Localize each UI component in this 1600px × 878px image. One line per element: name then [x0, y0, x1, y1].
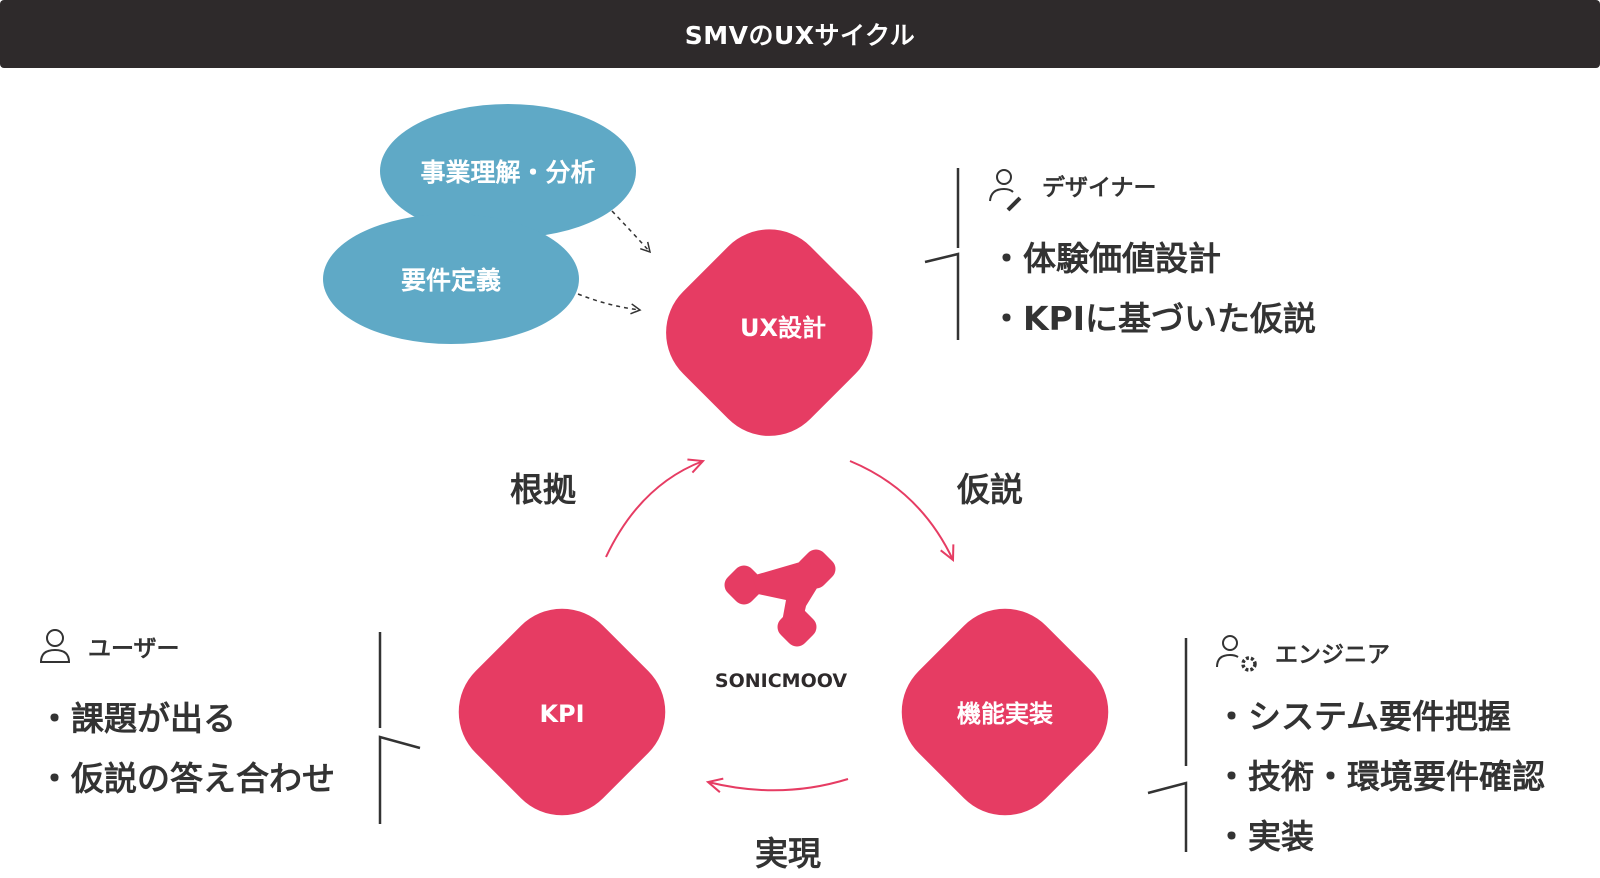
user-item-2: ・仮説の答え合わせ [38, 759, 335, 798]
dotted-arrow-business [611, 210, 652, 254]
designer-bracket [924, 168, 960, 340]
node-ux-label: UX設計 [740, 314, 826, 342]
node-impl: 機能実装 [901, 608, 1109, 816]
role-engineer: エンジニア ・システム要件把握 ・技術・環境要件確認 ・実装 [1147, 635, 1545, 856]
bubble-requirements: 要件定義 [323, 214, 579, 344]
role-designer: デザイナー ・体験価値設計 ・KPIに基づいた仮説 [924, 168, 1316, 340]
cycle-arrow-realization [705, 777, 849, 793]
cycle-label-evidence: 根拠 [510, 470, 577, 509]
cycle-label-hypothesis: 仮説 [956, 470, 1023, 509]
node-kpi-shape [458, 608, 666, 816]
designer-item-2: ・KPIに基づいた仮説 [990, 299, 1316, 338]
cycle-arrow-evidence [605, 458, 706, 558]
engineer-icon [1216, 635, 1257, 672]
sonicmoov-logo: SONICMOOV [715, 549, 847, 692]
node-kpi: KPI [458, 608, 666, 816]
bubble-business: 事業理解・分析 [380, 104, 636, 238]
user-icon [39, 629, 71, 663]
engineer-item-1: ・システム要件把握 [1215, 697, 1511, 736]
node-ux: UX設計 [666, 229, 873, 436]
bubble-requirements-label: 要件定義 [401, 266, 501, 295]
cycle-arrow-hypothesis [849, 460, 955, 563]
user-item-1: ・課題が出る [38, 699, 236, 738]
page-title: SMVのUXサイクル [684, 21, 916, 50]
engineer-item-2: ・技術・環境要件確認 [1215, 757, 1545, 796]
role-user: ユーザー ・課題が出る ・仮説の答え合わせ [38, 629, 421, 824]
engineer-bracket [1147, 638, 1188, 852]
sonicmoov-logo-text: SONICMOOV [715, 670, 847, 692]
dotted-arrow-requirements [577, 293, 642, 315]
user-bracket [378, 632, 421, 824]
engineer-title: エンジニア [1275, 642, 1390, 668]
node-ux-shape [666, 229, 873, 436]
cycle-label-realization: 実現 [755, 834, 821, 873]
node-kpi-label: KPI [539, 700, 584, 728]
node-impl-shape [901, 608, 1109, 816]
designer-item-1: ・体験価値設計 [990, 239, 1221, 278]
engineer-item-3: ・実装 [1215, 817, 1314, 856]
designer-icon [989, 169, 1022, 212]
node-impl-label: 機能実装 [957, 700, 1053, 728]
designer-title: デザイナー [1042, 174, 1157, 201]
header-bar: SMVのUXサイクル [0, 0, 1600, 68]
bubble-business-label: 事業理解・分析 [420, 158, 595, 187]
sonicmoov-logo-mark [724, 549, 836, 647]
user-title: ユーザー [88, 636, 180, 662]
